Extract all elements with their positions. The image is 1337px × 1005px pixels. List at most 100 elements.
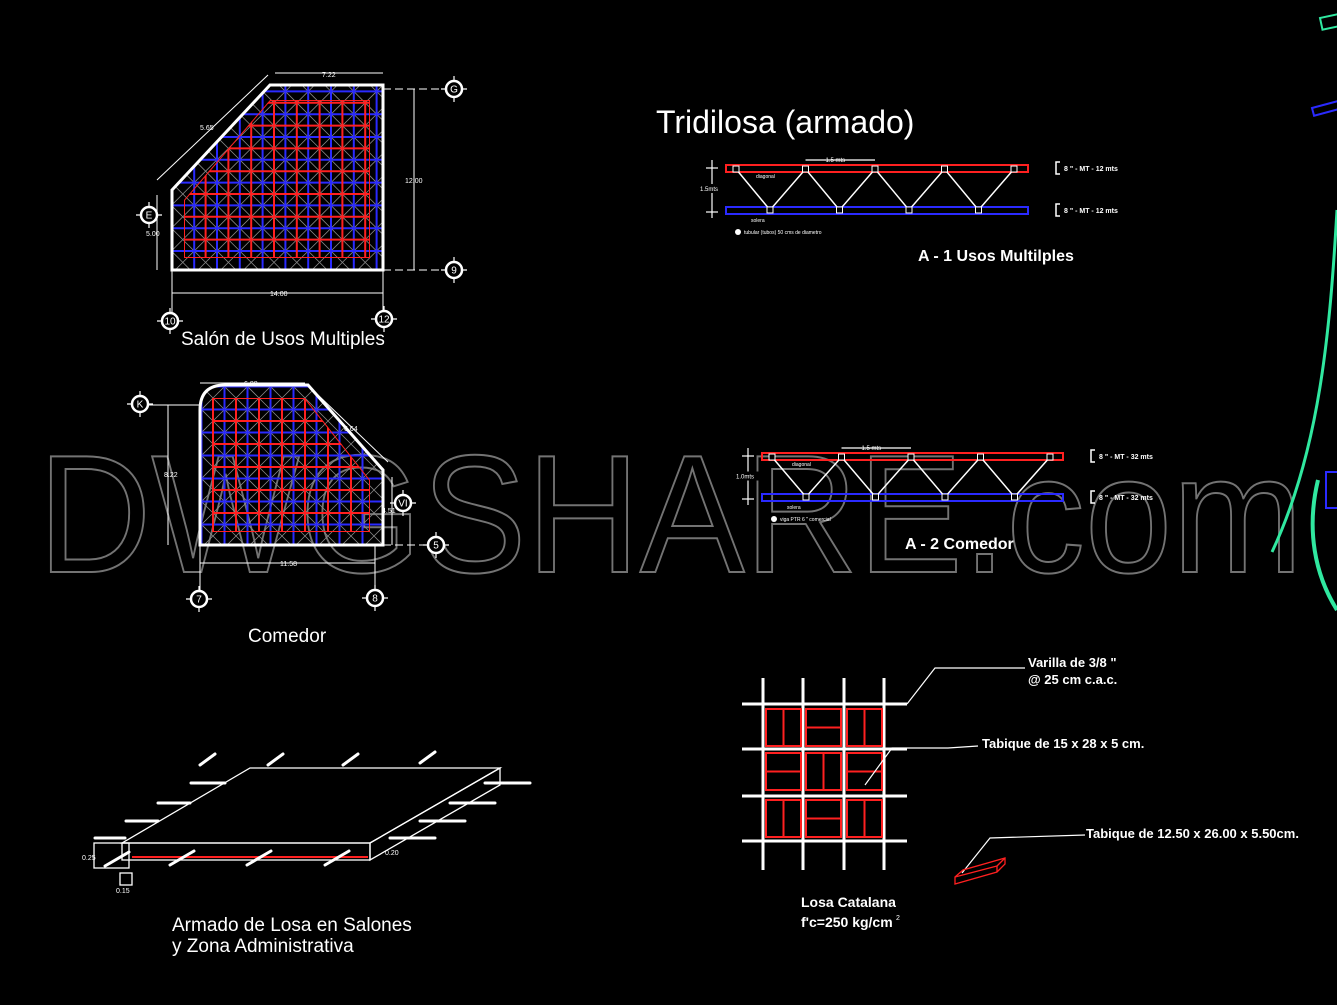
- truss-a2-title: A - 2 Comedor: [905, 536, 1014, 553]
- node: [1046, 453, 1054, 461]
- svg-text:Varilla de 3/8 ": Varilla de 3/8 ": [1028, 655, 1117, 670]
- diagonal-member: [172, 102, 184, 126]
- svg-text:8 " - MT - 32 mts: 8 " - MT - 32 mts: [1099, 495, 1153, 502]
- diagonal-member: [327, 385, 352, 399]
- diagonal-member: [388, 194, 411, 217]
- grid-axis-bubble: G: [441, 76, 467, 102]
- diagonal-member: [373, 489, 383, 514]
- svg-text:Tabique de 15 x 28 x 5 cm.: Tabique de 15 x 28 x 5 cm.: [982, 736, 1144, 751]
- diagonal-member: [205, 85, 229, 104]
- node: [871, 165, 879, 173]
- diagonal-member: [172, 193, 184, 218]
- diagonal-member: [388, 80, 411, 103]
- diagonal-member: [172, 148, 184, 172]
- svg-text:f'c=250 kg/cm: f'c=250 kg/cm: [801, 914, 893, 930]
- grid-axis-bubble: 10: [157, 308, 183, 334]
- grid-axis-bubble: 7: [186, 586, 212, 612]
- diagonal-member: [350, 535, 375, 545]
- diagonal-member: [258, 535, 283, 545]
- node: [941, 165, 948, 173]
- diagonal-member: [172, 239, 184, 263]
- diagonal-member: [172, 262, 184, 270]
- svg-text:1.5 mts: 1.5 mts: [862, 446, 882, 452]
- svg-text:K: K: [137, 400, 144, 411]
- node: [732, 165, 740, 173]
- diagonal-member: [388, 80, 411, 103]
- svg-text:1.5mts: 1.5mts: [700, 187, 718, 193]
- svg-text:5.00: 5.00: [146, 231, 160, 238]
- node: [838, 453, 845, 461]
- svg-text:5: 5: [433, 541, 439, 552]
- rebar: [418, 750, 437, 765]
- grid-axis-bubble: 9: [441, 257, 467, 283]
- rebar: [341, 752, 360, 767]
- diagonal-member: [228, 85, 252, 104]
- diagonal-member: [205, 262, 229, 270]
- svg-text:10: 10: [164, 317, 176, 328]
- diagonal-member: [388, 240, 411, 263]
- svg-text:11.58: 11.58: [280, 561, 297, 568]
- diagonal-member: [172, 216, 184, 240]
- svg-text:E: E: [146, 211, 153, 222]
- svg-text:Losa Catalana: Losa Catalana: [801, 894, 896, 910]
- svg-text:viga PTR 6 " comercial: viga PTR 6 " comercial: [780, 517, 831, 523]
- svg-text:diagonal: diagonal: [792, 462, 811, 468]
- diagonal-member: [342, 262, 366, 270]
- diagonal-member: [350, 385, 375, 399]
- rebar: [323, 849, 351, 867]
- channel-section-icon: [1055, 203, 1060, 217]
- diagonal-member: [304, 535, 329, 545]
- diagonal-member: [373, 512, 383, 537]
- node: [977, 453, 984, 461]
- svg-text:diagonal: diagonal: [756, 174, 775, 180]
- diagonal-member: [350, 397, 375, 422]
- channel-section-icon: [1090, 490, 1095, 504]
- diagonal-member: [172, 216, 184, 240]
- diagonal-member: [172, 193, 184, 218]
- diagonal-member: [350, 397, 375, 422]
- svg-text:9: 9: [451, 266, 457, 277]
- diagonal-member: [373, 535, 383, 545]
- node: [905, 206, 913, 214]
- diagonal-member: [319, 262, 343, 270]
- rebar: [168, 849, 196, 867]
- diagonal-member: [258, 535, 283, 545]
- truss-a1-title: A - 1 Usos Multilples: [918, 248, 1074, 265]
- node: [941, 493, 949, 501]
- node: [907, 453, 915, 461]
- channel-section-icon: [1055, 161, 1060, 175]
- diagonal-member: [388, 126, 411, 149]
- svg-text:solera: solera: [751, 218, 765, 224]
- diagonal-member: [172, 239, 184, 263]
- svg-text:G: G: [450, 85, 458, 96]
- svg-text:y Zona Administrativa: y Zona Administrativa: [172, 936, 354, 957]
- diagonal-member: [327, 535, 352, 545]
- losa-catalana: Varilla de 3/8 " @ 25 cm c.a.c. Tabique …: [742, 655, 1299, 930]
- svg-text:8.22: 8.22: [164, 472, 178, 479]
- svg-text:4.51: 4.51: [382, 508, 396, 515]
- svg-text:5.65: 5.65: [200, 125, 214, 132]
- node: [1011, 493, 1018, 501]
- node: [872, 493, 879, 501]
- diagonal-member: [327, 535, 352, 545]
- diagonal-members: [735, 167, 1015, 212]
- svg-text:7: 7: [196, 595, 202, 606]
- diagonal-member: [228, 262, 252, 270]
- diagonal-member: [172, 125, 184, 149]
- diagonal-member: [281, 535, 306, 545]
- diagonal-member: [388, 148, 411, 171]
- svg-text:@ 25 cm c.a.c.: @ 25 cm c.a.c.: [1028, 672, 1117, 687]
- svg-text:VI: VI: [398, 499, 407, 510]
- diagonal-member: [373, 489, 383, 514]
- diagonal-member: [342, 262, 366, 270]
- svg-text:14.00: 14.00: [270, 291, 288, 298]
- diagonal-member: [200, 385, 214, 399]
- diagonal-member: [373, 385, 383, 399]
- diagonal-member: [388, 262, 411, 285]
- diagonal-member: [319, 262, 343, 270]
- diagonal-member: [281, 535, 306, 545]
- diagonal-member: [327, 385, 352, 399]
